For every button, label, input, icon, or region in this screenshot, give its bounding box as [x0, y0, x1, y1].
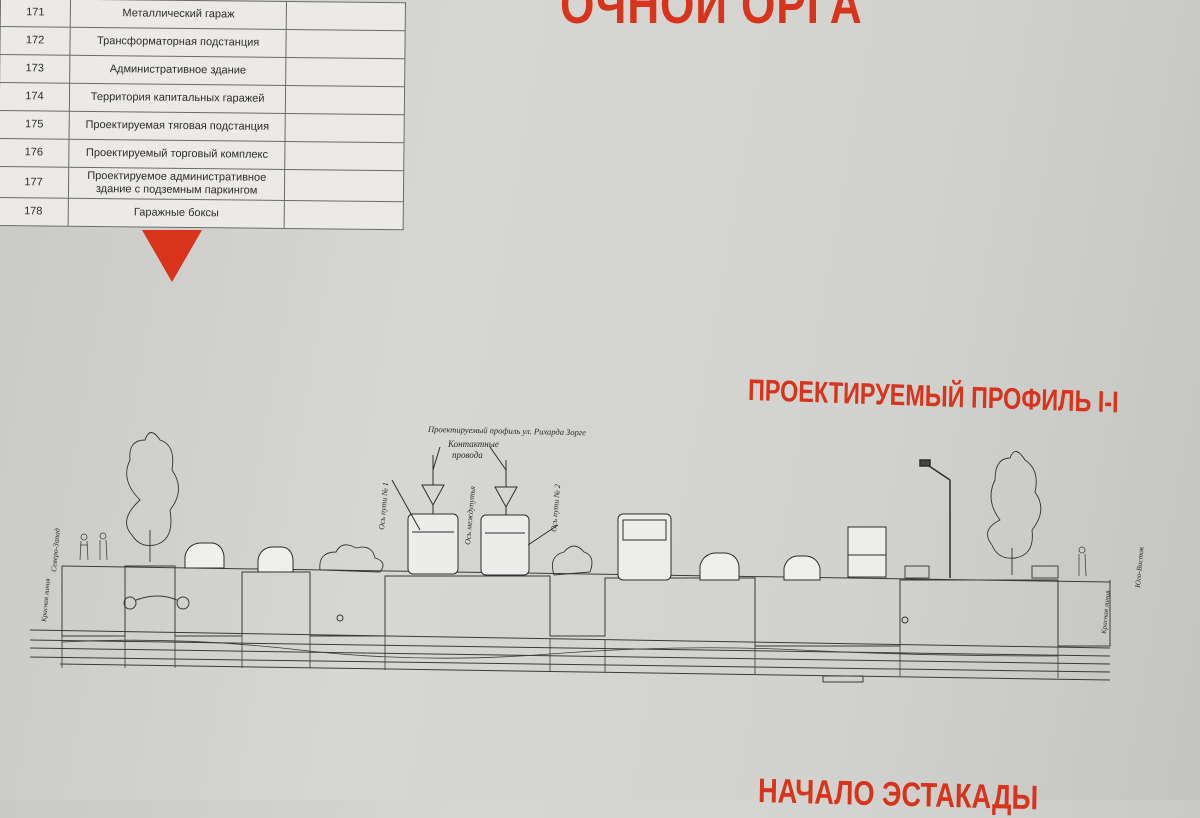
bus-icon — [617, 513, 672, 581]
legend-number: 171 — [0, 0, 71, 28]
tram-icon — [407, 513, 530, 576]
legend-name: Проектируемый торговый комплекс — [68, 139, 286, 170]
legend-name: Металлический гараж — [70, 0, 287, 30]
legend-name: Административное здание — [69, 55, 287, 86]
legend-name: Проектируемая тяговая подстанция — [69, 111, 286, 142]
legend-empty-cell — [284, 141, 405, 171]
overpass-start-title: НАЧАЛО ЭСТАКАДЫ — [757, 772, 1039, 818]
track1-axis-label: Ось пути № 1 — [377, 482, 390, 530]
bush-icon — [319, 544, 1059, 579]
interaxis-label: Ось междупутья — [463, 485, 477, 545]
right-direction-label: Юго-Восток — [1133, 546, 1146, 589]
legend-number: 175 — [0, 110, 70, 140]
legend-name: Гаражные боксы — [68, 198, 285, 229]
legend-empty-cell — [286, 29, 406, 59]
wires-label-line1: Контактные — [447, 439, 499, 449]
street-lamp-icon — [919, 459, 951, 578]
legend-number: 173 — [0, 54, 70, 84]
triangle-marker-icon — [142, 230, 202, 282]
legend-number: 176 — [0, 138, 70, 168]
legend-empty-cell — [285, 113, 405, 143]
legend-name: Трансформаторная подстанция — [69, 27, 287, 58]
legend-name: Проектируемое административное здание с … — [68, 167, 285, 201]
legend-name: Территория капитальных гаражей — [69, 83, 286, 114]
wires-label-line2: провода — [452, 450, 483, 460]
truck-icon — [847, 526, 887, 578]
track2-axis-label: Ось пути № 2 — [549, 484, 562, 532]
legend-empty-cell — [286, 1, 406, 31]
car-icon — [184, 542, 821, 581]
legend-number: 172 — [0, 26, 71, 56]
legend-number: 177 — [0, 166, 69, 199]
legend-empty-cell — [285, 57, 405, 87]
right-red-line-label: Красная линия — [1100, 590, 1112, 635]
legend-empty-cell — [285, 85, 405, 115]
tree-icon — [126, 432, 1042, 575]
left-red-line-label: Красная линия — [40, 578, 52, 623]
street-cross-section-drawing: Проектируемый профиль ул. Рихарда Зорге … — [29, 424, 1146, 683]
poster-title-fragment: ОЧНОЙ ОРГА — [560, 0, 863, 35]
profile-subtitle: Проектируемый профиль ул. Рихарда Зорге — [427, 424, 586, 437]
legend-empty-cell — [284, 200, 404, 230]
left-direction-label: Северо-Запад — [49, 528, 62, 573]
legend-number: 178 — [0, 197, 69, 227]
legend-empty-cell — [284, 169, 404, 202]
legend-number: 174 — [0, 82, 70, 112]
